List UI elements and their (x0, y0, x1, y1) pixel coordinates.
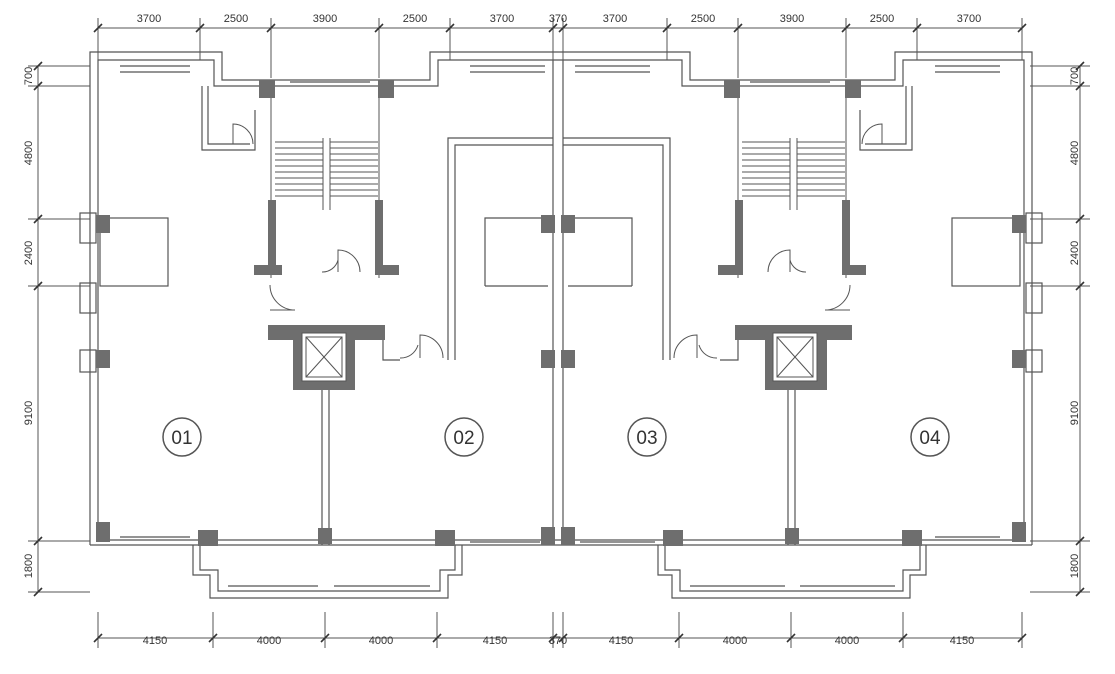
left-dim-3: 2400 (23, 241, 35, 265)
unit-02-label: 02 (453, 428, 474, 449)
top-dim-7: 3700 (603, 13, 627, 25)
unit-01-label: 01 (171, 428, 192, 449)
right-dimension-labels: 700 4800 2400 9100 1800 (1069, 67, 1081, 578)
bottom-dim-1: 4150 (143, 635, 167, 647)
unit-markers: 01 02 03 04 (162, 417, 950, 457)
bottom-dim-7: 4000 (723, 635, 747, 647)
top-dim-6: 370 (549, 13, 567, 25)
top-dim-1: 3700 (137, 13, 161, 25)
top-dim-4: 2500 (403, 13, 427, 25)
interior-walls (99, 60, 1021, 545)
right-dim-5: 1800 (1069, 554, 1081, 578)
left-dimension-labels: 700 4800 2400 9100 1800 (23, 67, 35, 578)
elevator-left (268, 325, 385, 390)
top-dim-3: 3900 (313, 13, 337, 25)
left-dim-5: 1800 (23, 554, 35, 578)
unit-04-marker: 04 (910, 417, 950, 457)
dimension-ticks (33, 23, 1085, 643)
bottom-dimension-labels: 4150 4000 4000 4150 370 4150 4000 4000 4… (143, 635, 974, 647)
right-dim-1: 700 (1069, 67, 1081, 85)
top-dim-2: 2500 (224, 13, 248, 25)
exterior-walls (79, 51, 1043, 599)
top-dim-10: 2500 (870, 13, 894, 25)
structural-columns (96, 80, 1026, 546)
top-dim-8: 2500 (691, 13, 715, 25)
stair-core-right (737, 86, 847, 278)
right-dim-3: 2400 (1069, 241, 1081, 265)
bottom-dim-2: 4000 (257, 635, 281, 647)
bottom-dim-6: 4150 (609, 635, 633, 647)
unit-02-marker: 02 (444, 417, 484, 457)
left-dim-2: 4800 (23, 141, 35, 165)
bottom-dim-8: 4000 (835, 635, 859, 647)
bottom-dim-3: 4000 (369, 635, 393, 647)
elevator-right (735, 325, 852, 390)
top-dimension-labels: 3700 2500 3900 2500 3700 370 3700 2500 3… (137, 13, 981, 25)
unit-03-marker: 03 (627, 417, 667, 457)
bottom-dim-5: 370 (549, 635, 567, 647)
left-dim-1: 700 (23, 67, 35, 85)
unit-01-marker: 01 (162, 417, 202, 457)
bottom-dim-4: 4150 (483, 635, 507, 647)
unit-03-label: 03 (636, 428, 657, 449)
top-dim-11: 3700 (957, 13, 981, 25)
left-dim-4: 9100 (23, 401, 35, 425)
right-dim-2: 4800 (1069, 141, 1081, 165)
top-dim-9: 3900 (780, 13, 804, 25)
top-dim-5: 3700 (490, 13, 514, 25)
bottom-dim-9: 4150 (950, 635, 974, 647)
right-dim-4: 9100 (1069, 401, 1081, 425)
door-swings (232, 123, 883, 359)
stair-core-left (270, 86, 380, 278)
unit-04-label: 04 (919, 428, 941, 449)
dimension-lines (28, 18, 1090, 648)
